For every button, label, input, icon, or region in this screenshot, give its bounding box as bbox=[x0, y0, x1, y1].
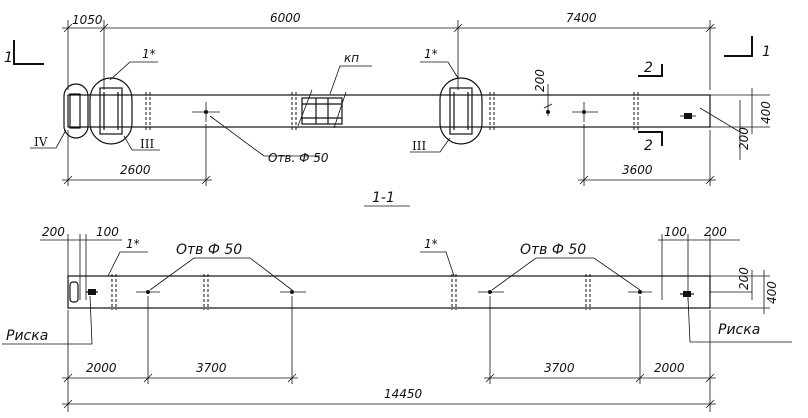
section-mark-right: 1 bbox=[762, 44, 771, 60]
section-dim-400-vertical: 400 bbox=[765, 281, 779, 304]
section-dim-200-left: 200 bbox=[42, 225, 65, 239]
embedded-part-left bbox=[89, 77, 133, 145]
section2-arrow-top bbox=[638, 64, 663, 77]
section-dim-2000-right: 2000 bbox=[654, 361, 685, 375]
plan-beam-outline bbox=[67, 94, 711, 128]
dim-tick bbox=[99, 23, 109, 33]
leader-hole bbox=[209, 115, 320, 157]
leader-star-mid bbox=[420, 61, 459, 79]
label-star-left: 1* bbox=[142, 47, 156, 61]
leader-star-left bbox=[109, 61, 158, 81]
section-end-plate bbox=[69, 281, 79, 303]
plan-dim-200: 200 bbox=[737, 127, 751, 150]
embedded-plate-mid bbox=[449, 87, 473, 135]
section-holes bbox=[136, 290, 652, 294]
right-end-mark bbox=[684, 113, 692, 119]
hole-marker-left bbox=[204, 110, 208, 114]
section2-label-top: 2 bbox=[644, 60, 653, 76]
dim-tick bbox=[63, 23, 73, 33]
label-riska-left: Риска bbox=[6, 328, 48, 344]
end-capsule-iv bbox=[63, 83, 89, 139]
leader-riska-right bbox=[687, 297, 792, 343]
section-dim-100-right: 100 bbox=[664, 225, 687, 239]
section-dim-2000-left: 2000 bbox=[86, 361, 117, 375]
section-dim-100-left: 100 bbox=[96, 225, 119, 239]
plan-dim-6000: 6000 bbox=[270, 11, 301, 25]
section-right-mark bbox=[683, 291, 691, 297]
label-star-mid: 1* bbox=[424, 47, 438, 61]
section-label-star-mid: 1* bbox=[424, 237, 438, 251]
section-label-star-left: 1* bbox=[126, 237, 140, 251]
section-left-mark bbox=[88, 289, 96, 295]
label-iv: IV bbox=[34, 135, 48, 149]
embedded-part-mid bbox=[439, 77, 483, 145]
section-leader-hole-right bbox=[491, 257, 641, 291]
leader-kp bbox=[329, 65, 372, 95]
label-kp: кп bbox=[344, 51, 359, 65]
section-hole-1 bbox=[146, 290, 150, 294]
section2-arrow-bottom bbox=[638, 131, 663, 146]
label-riska-right: Риска bbox=[718, 322, 760, 338]
end-plate bbox=[69, 93, 81, 129]
section-dim-3700-left: 3700 bbox=[196, 361, 227, 375]
plan-dim-3600: 3600 bbox=[622, 163, 653, 177]
label-iii-left: III bbox=[140, 137, 154, 151]
leader-iii-left bbox=[123, 135, 160, 151]
section-dim-200-vertical: 200 bbox=[737, 267, 751, 290]
section-beam-outline bbox=[67, 275, 711, 309]
section-leader-star-left bbox=[107, 251, 148, 277]
section-dim-200-right: 200 bbox=[704, 225, 727, 239]
leader-iv bbox=[30, 129, 67, 149]
section-label-hole-right: Отв Ф 50 bbox=[520, 242, 586, 258]
dim-tick bbox=[453, 23, 463, 33]
label-iii-mid: III bbox=[412, 139, 426, 153]
plan-dim-2600: 2600 bbox=[120, 163, 151, 177]
leader-riska-left bbox=[2, 295, 93, 345]
section-hole-4 bbox=[638, 290, 642, 294]
plan-dim-400: 400 bbox=[759, 101, 773, 124]
overall-dim-14450: 14450 bbox=[384, 387, 423, 401]
section-hole-3 bbox=[488, 290, 492, 294]
kp-element bbox=[297, 89, 347, 129]
dim-200-point bbox=[546, 110, 550, 114]
section-leader-star-mid bbox=[420, 251, 455, 277]
plan-dim-1050: 1050 bbox=[72, 13, 103, 27]
section-arrow-left bbox=[13, 40, 44, 65]
section-label-hole-left: Отв Ф 50 bbox=[176, 242, 242, 258]
section-hole-2 bbox=[290, 290, 294, 294]
hole-marker-right bbox=[582, 110, 586, 114]
plan-view: 1050 6000 7400 1 1 1* bbox=[4, 11, 773, 186]
section-view: 1-1 200 100 100 200 1* 1* bbox=[2, 190, 792, 412]
section-title: 1-1 bbox=[372, 190, 395, 206]
plan-dim-7400: 7400 bbox=[566, 11, 597, 25]
section2-label-bottom: 2 bbox=[644, 138, 653, 154]
leader-iii-mid bbox=[410, 137, 451, 153]
dim-tick bbox=[705, 23, 715, 33]
section-arrow-right bbox=[724, 36, 753, 57]
plan-dim-200-vertical: 200 bbox=[533, 69, 547, 92]
label-hole: Отв. Ф 50 bbox=[268, 151, 329, 165]
section-mark-left: 1 bbox=[4, 50, 13, 66]
section-leader-hole-left bbox=[149, 257, 293, 291]
section-dim-3700-right: 3700 bbox=[544, 361, 575, 375]
embedded-plate-left bbox=[99, 87, 123, 135]
